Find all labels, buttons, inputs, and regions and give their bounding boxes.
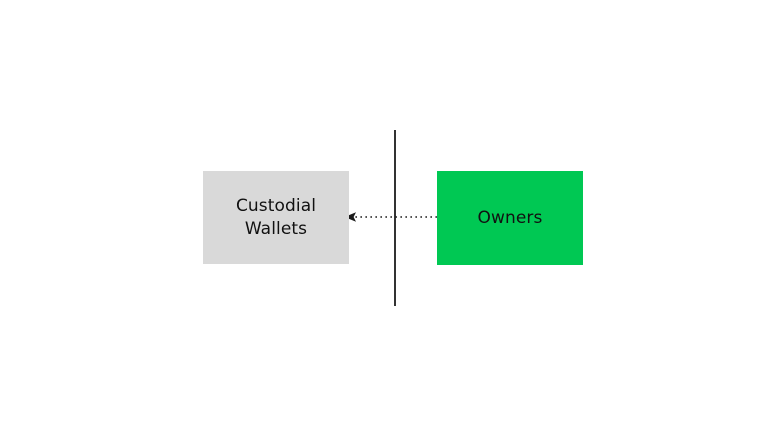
node-owners-label: Owners [477,207,543,228]
node-custodial-wallets[interactable]: Custodial Wallets [203,171,349,264]
node-custodial-wallets-label: Custodial Wallets [235,195,317,239]
node-owners[interactable]: Owners [437,171,583,265]
trust-boundary-line [394,130,396,306]
edge-owners-to-custodial-wallets [344,212,437,222]
